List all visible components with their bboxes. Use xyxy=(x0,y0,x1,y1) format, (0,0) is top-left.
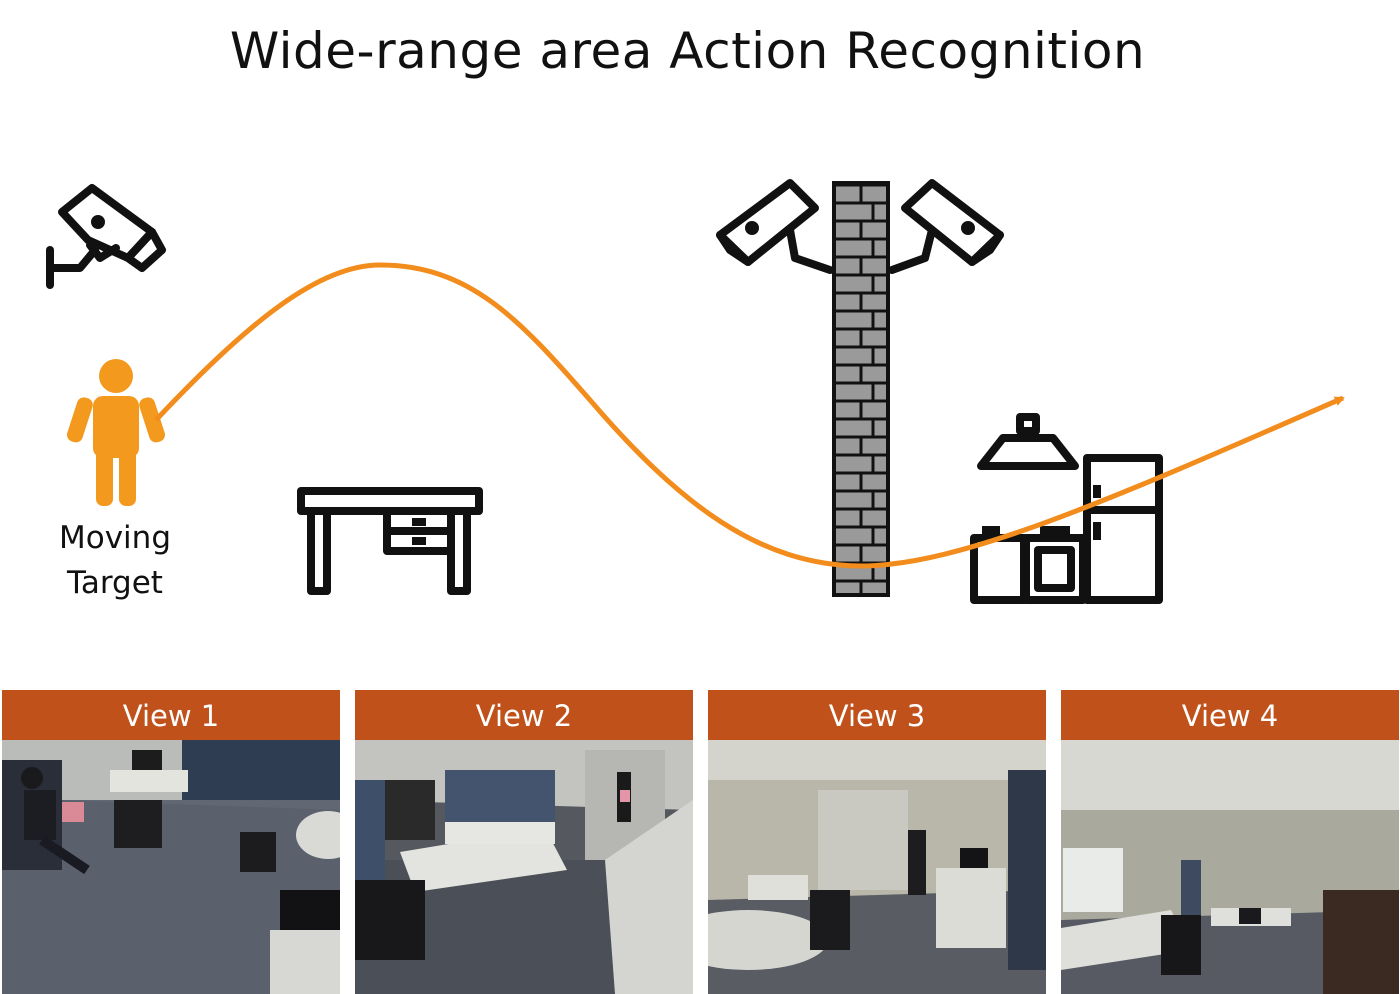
page-title: Wide-range area Action Recognition xyxy=(229,22,1146,80)
target-label-line2: Target xyxy=(67,565,163,601)
kitchen-icon xyxy=(970,413,1163,604)
view-photo xyxy=(1061,740,1399,994)
scene-diagram xyxy=(46,179,1345,604)
view-header: View 3 xyxy=(708,690,1046,740)
view-photo xyxy=(2,740,340,994)
brick-pillar-icon xyxy=(832,181,890,597)
view-panel-3: View 3 xyxy=(708,690,1046,994)
cctv-camera-icon xyxy=(46,184,166,289)
view-photo xyxy=(708,740,1046,994)
view-header: View 2 xyxy=(355,690,693,740)
cctv-camera-icon xyxy=(716,179,834,274)
view-panel-2: View 2 xyxy=(355,690,693,994)
trajectory-arrow xyxy=(154,262,1345,569)
desk-icon xyxy=(297,487,483,595)
view-header: View 4 xyxy=(1061,690,1399,740)
target-label-line1: Moving xyxy=(59,520,171,556)
view-panel-4: View 4 xyxy=(1061,690,1399,994)
view-header: View 1 xyxy=(2,690,340,740)
person-icon xyxy=(66,359,166,506)
cctv-camera-icon xyxy=(888,179,1004,274)
view-panel-1: View 1 xyxy=(2,690,340,994)
moving-target-label: Moving Target xyxy=(40,516,190,606)
view-photo xyxy=(355,740,693,994)
